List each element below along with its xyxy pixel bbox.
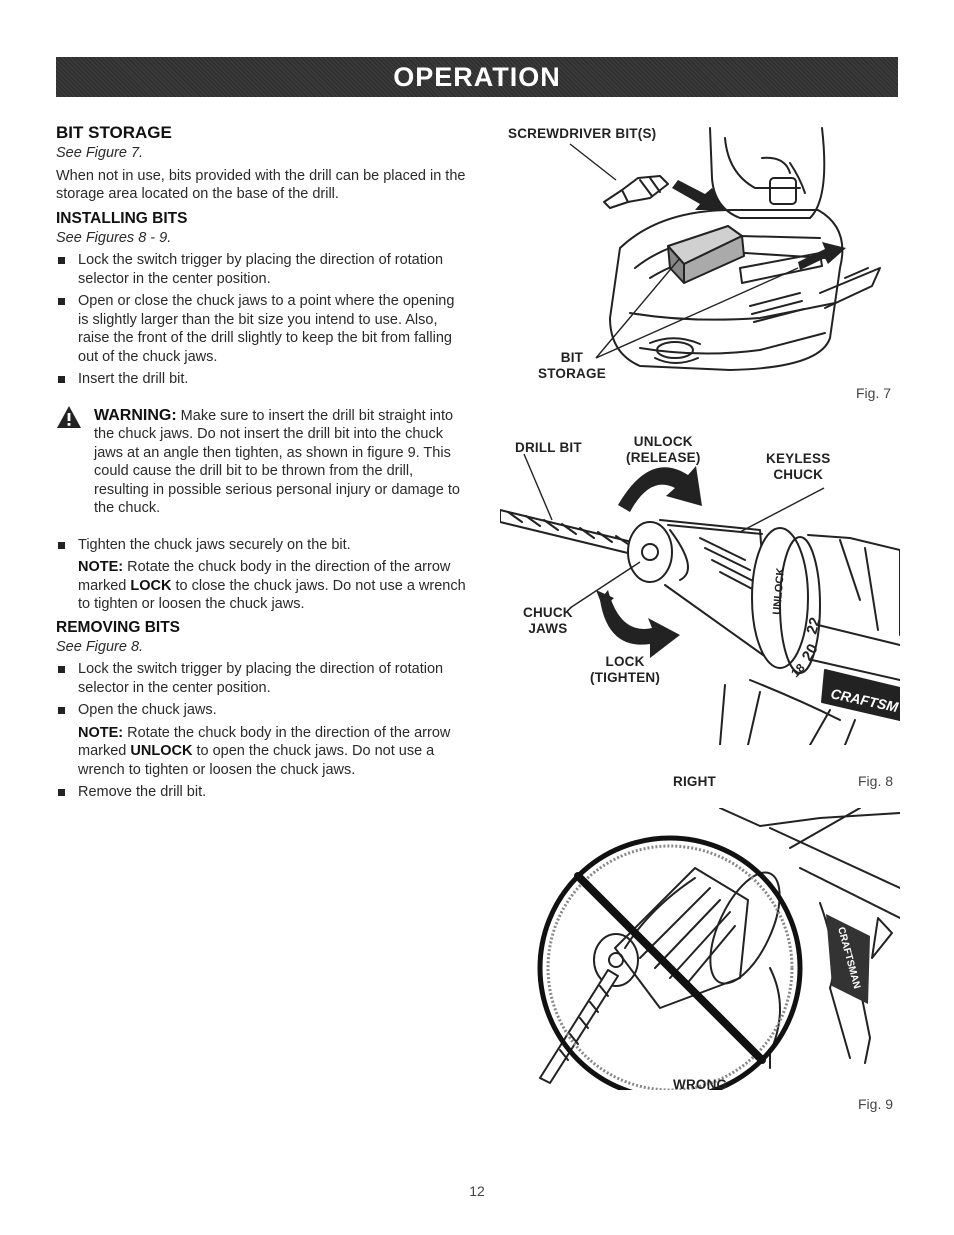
figure-8-caption: Fig. 8 [858, 773, 894, 789]
note-keyword: LOCK [130, 577, 172, 594]
list-item: Lock the switch trigger by placing the d… [56, 660, 468, 697]
list-item: Lock the switch trigger by placing the d… [56, 251, 468, 288]
list-item: Open the chuck jaws. [56, 701, 468, 720]
removing-bits-list: Lock the switch trigger by placing the d… [56, 660, 468, 720]
figure-7-caption: Fig. 7 [856, 385, 892, 401]
figure-9-drawing: CRAFTSMAN [537, 808, 900, 1090]
lock-note: NOTE: Rotate the chuck body in the direc… [56, 558, 468, 614]
collar-number-1: 22 [803, 616, 824, 637]
label-chuck-jaws: CHUCK JAWS [523, 605, 573, 636]
warning-block: WARNING: Make sure to insert the drill b… [56, 405, 468, 518]
note-text: Rotate the chuck body in the direction o… [78, 724, 451, 760]
note-text: to open the chuck jaws. Do not use a wre… [78, 743, 435, 778]
bit-storage-see: See Figure 7. [56, 145, 144, 161]
figure-9-caption: Fig. 9 [858, 1096, 894, 1112]
note-text: Rotate the chuck body in the direction o… [78, 559, 451, 594]
tighten-list: Tighten the chuck jaws securely on the b… [56, 536, 468, 555]
section-banner: OPERATION [56, 57, 898, 97]
label-screwdriver-bits: SCREWDRIVER BIT(S) [508, 126, 657, 141]
list-item: Tighten the chuck jaws securely on the b… [56, 536, 468, 555]
warning-triangle-icon [57, 405, 81, 428]
note-text: to close the chuck jaws. Do not use a wr… [78, 577, 466, 613]
bit-storage-body: When not in use, bits provided with the … [56, 167, 466, 203]
removing-bits-heading: REMOVING BITS [56, 618, 181, 636]
note-label: NOTE: [78, 559, 124, 575]
label-wrong: WRONG [673, 1077, 728, 1092]
label-right: RIGHT [673, 774, 716, 789]
collar-text: UNLOCK [771, 567, 787, 615]
page-title: OPERATION [393, 61, 561, 92]
bit-storage-heading: BIT STORAGE [56, 123, 172, 142]
list-item: Insert the drill bit. [56, 370, 468, 389]
label-unlock-release: UNLOCK (RELEASE) [626, 434, 701, 465]
label-lock-tighten: LOCK (TIGHTEN) [590, 654, 661, 685]
installing-bits-heading: INSTALLING BITS [56, 209, 188, 227]
warning-text: Make sure to insert the drill bit straig… [94, 407, 460, 517]
list-item: Open or close the chuck jaws to a point … [56, 292, 468, 366]
remove-list: Remove the drill bit. [56, 783, 468, 802]
note-keyword: UNLOCK [130, 743, 193, 759]
page-number: 12 [469, 1183, 485, 1199]
collar-number-2: 20 [799, 641, 822, 664]
removing-bits-see: See Figure 8. [56, 638, 144, 655]
figure-7-drawing [569, 127, 881, 371]
label-drill-bit: DRILL BIT [515, 440, 582, 455]
figure-8-drawing: 22 20 18 UNLOCK CRAFTSM [500, 453, 900, 745]
unlock-note: NOTE: Rotate the chuck body in the direc… [56, 724, 468, 780]
label-bit-storage: BIT STORAGE [538, 350, 606, 381]
note-label: NOTE: [78, 724, 124, 741]
warning-label: WARNING: [94, 406, 177, 424]
installing-bits-see: See Figures 8 - 9. [56, 229, 172, 246]
installing-bits-list: Lock the switch trigger by placing the d… [56, 251, 468, 389]
list-item: Remove the drill bit. [56, 783, 468, 802]
label-keyless-chuck: KEYLESS CHUCK [766, 451, 831, 482]
text-column: BIT STORAGE See Figure 7. When not in us… [56, 122, 468, 806]
